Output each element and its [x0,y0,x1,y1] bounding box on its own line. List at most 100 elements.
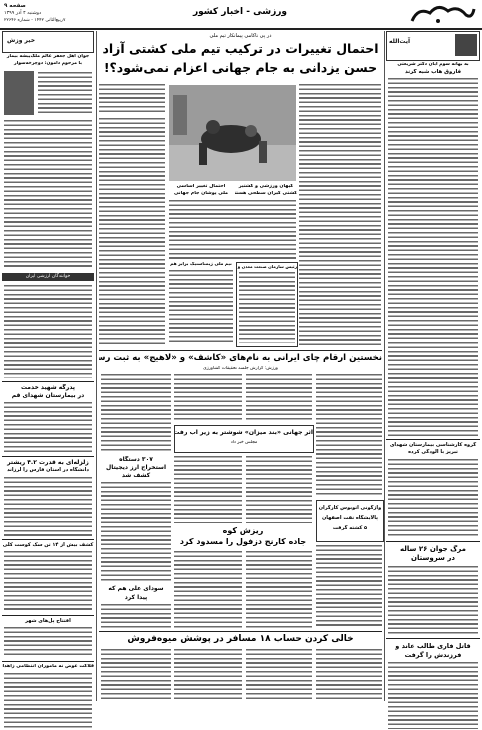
wrestling-photo-icon [169,85,296,181]
dam-body [101,481,171,581]
left-rule-1 [2,381,94,382]
right-body-2 [388,458,478,538]
issue-line: ۷ربیع‌الثانی ۱۴۴۲ - شماره ۲۲۶۴۶ [4,18,66,23]
quake-body-2 [174,455,242,523]
logo [408,1,478,27]
right-story3-head: مرگ جوان ۲۶ ساله [400,545,466,553]
quake-box: اثر جهانی «بند میزان» شوشتر به زیر آب رف… [174,425,314,453]
right-story4-sub: فرزندش را گرفت [404,651,462,659]
columnist-photo [4,71,34,115]
page-number: صفحه ۹ [4,3,26,9]
left-divider [96,31,97,701]
date-line: دوشنبه ۴ آذر ۱۳۹۹ [4,11,42,16]
hijack-box-line1: واژگونی اتوبوس کارگران [318,505,382,511]
center-right-body [316,544,382,628]
lead-body-left-top [99,83,165,113]
left-body-1a [38,71,92,115]
editorial-box: آیت‌الله [386,31,480,61]
left-rule-2 [2,456,94,457]
left-story3-sub: دانشگاه در استان فارس را لرزاند [7,467,89,473]
right-headline-2: فاروق هاب شبه گرند [404,69,462,75]
mid-box-body [239,271,295,343]
road-body-2 [174,550,242,628]
tea-body-4 [101,373,171,453]
right-divider [384,31,385,701]
masthead-rule [0,28,482,30]
photo-caption-1: احتمال تغییر اساسی [176,184,226,189]
dam-head-2: استخراج ارز دیجیتال [106,464,166,471]
lead-photo [169,85,296,181]
left-rule-5 [2,661,94,662]
left-body-7 [4,672,92,730]
section-title: ورزشی - اخبار کشور [192,7,288,17]
hijack-box-line2: پالایشگاه نفت اصفهان [321,515,379,521]
left-col-sub: با مرحوم دامون: دوچرخه‌سوار [13,61,83,66]
quake-box-sub: مجلس خبر داد [230,440,258,445]
left-section-bar-label: خوانندگان ارزشی ایران [25,274,71,279]
road-head-2: جاده کارنج دزفول را مسدود کرد [179,537,307,546]
side-caption-2: کشتی گیران سطحی هستند [235,191,297,196]
center-rule-1 [99,350,382,351]
left-story6-head: فلاکت عوض نه ماموران انتظامی زاهدان [2,664,94,669]
mid-box: رئیس سازمان صنعت معدن و تجارت خبر داد [236,262,298,347]
tea-body-2 [246,373,312,421]
misc-head-2: پیدا کرد [124,594,148,601]
right-story2-sub: تبریز با آلودگی کرده [408,449,458,455]
right-story4-head: قاتل فاری طالب عاند و [395,642,471,650]
right-story2-head: گروه کارشناسی بیمارستان شهدای [389,442,477,448]
dam-head-3: کشف شد [121,472,151,479]
left-body-6 [4,626,92,658]
hijack-box-line3: ۵ کشته گرفت [332,525,368,531]
left-body-4 [4,476,92,536]
tea-headline: نخستین ارقام چای ایرانی به نام‌های «کاشف… [99,353,382,363]
left-body-5 [4,550,92,612]
lead-story: در پی ناکامی پیمانکار تیم ملی احتمال تغی… [99,31,382,349]
editorial-box-label: آیت‌الله [389,38,411,45]
right-column: آیت‌الله به بهانه سوم آبان دکتر شریعتی ف… [386,31,480,729]
dam-head-1: ۳۰۷ دستگاه [119,456,153,463]
bank-body-4 [101,648,171,700]
lead-headline-1: احتمال تغییرات در ترکیب تیم ملی کشتی آزا… [102,41,379,56]
masthead: ورزشی - اخبار کشور صفحه ۹ دوشنبه ۴ آذر ۱… [0,0,482,30]
side-caption-1: کیهان ورزشی و کشتیر [238,184,294,189]
bank-body-3 [174,648,242,700]
mid-box-head: رئیس سازمان صنعت معدن و تجارت خبر داد [237,264,297,269]
bank-body-1 [316,648,382,700]
tea-sub: ورزش: گزارش جلسه تحقیقات کشاورزی [203,366,278,371]
left-body-1b [4,119,92,269]
lead-body-left [99,117,165,345]
right-body-4 [388,661,478,729]
lead-kicker: در پی ناکامی پیمانکار تیم ملی [209,33,272,39]
right-rule-3 [386,638,480,639]
left-body-2 [4,284,92,378]
left-story5-head: افتتاح پل‌های شهر [25,618,71,624]
right-body-3 [388,565,478,635]
left-story2-head: پدرگه شهید خدمت [20,384,76,391]
lead-body-right [299,83,381,345]
left-section-bar: خوانندگان ارزشی ایران [2,273,94,281]
mid-left-body [169,269,233,345]
center-rule-2 [99,631,382,632]
logo-mark-icon [410,6,476,23]
lead-headline-2: حسن یزدانی به جام جهانی اعزام نمی‌شود؟! [103,60,378,75]
mid-left-head: تیم ملی ژیمناستیک برابر هم [170,262,232,267]
left-rule-4 [2,615,94,616]
left-rule-3 [2,539,94,540]
hijack-box: واژگونی اتوبوس کارگران پالایشگاه نفت اصف… [316,500,384,542]
left-story4-head: کشف بیش از ۱۴ تن سک کوست کلی [2,542,94,548]
photo-caption-2: ملی پوشان جام جهانی [173,191,229,196]
left-col-title: جوان اهل جعفر عالم ملک‌پیشه بیمار [6,54,90,59]
road-body-1 [246,550,312,628]
bank-body-2 [246,648,312,700]
right-body-1 [388,77,478,437]
right-rule-2 [386,541,480,542]
left-story3-head: زلزله‌ای به قدرت ۴.۲ ریشتر [7,459,89,466]
bank-headline: خالی کردن حساب ۱۸ مسافر در پوشش میوه‌فرو… [127,634,354,644]
tea-body-1 [316,373,382,497]
right-rule-1 [386,439,480,440]
editorial-emblem [455,34,477,56]
tea-body-3 [174,373,242,421]
left-column: خیر وزش جوان اهل جعفر عالم ملک‌پیشه بیما… [2,31,94,730]
right-story3-sub: در سروستان [411,554,455,562]
